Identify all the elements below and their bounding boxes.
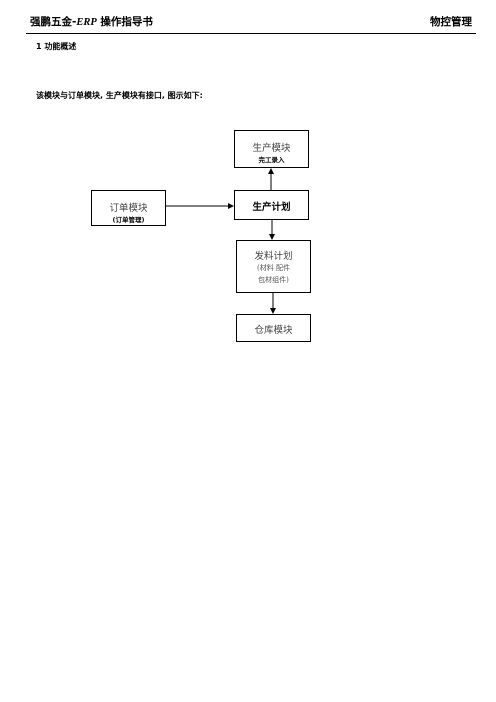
production-module-title: 生产模块 [252, 143, 291, 154]
production-plan-title: 生产计划 [252, 202, 291, 213]
header-title: 强鹏五金-ERP 操作指导书 [30, 16, 153, 28]
header-divider [26, 33, 476, 34]
order-module-subtitle: (订单管理) [112, 216, 145, 224]
header-right-title: 物控管理 [430, 16, 472, 28]
intro-text: 该模块与订单模块, 生产模块有接口, 图示如下: [36, 91, 203, 100]
production-module-subtitle: 完工录入 [258, 156, 285, 164]
issue-plan-line1: (材料 配件 [257, 264, 290, 272]
warehouse-module-title: 仓库模块 [254, 325, 293, 336]
issue-plan-box: 发料计划 (材料 配件 包材组件) [236, 240, 311, 293]
issue-plan-title: 发料计划 [254, 251, 293, 262]
section-heading: 1 功能概述 [36, 42, 77, 51]
production-module-box: 生产模块 完工录入 [234, 130, 309, 168]
order-module-box: 订单模块 (订单管理) [91, 190, 166, 226]
issue-plan-line2: 包材组件) [258, 276, 289, 284]
order-module-title: 订单模块 [109, 203, 148, 214]
warehouse-module-box: 仓库模块 [236, 314, 311, 342]
production-plan-box: 生产计划 [234, 190, 309, 220]
